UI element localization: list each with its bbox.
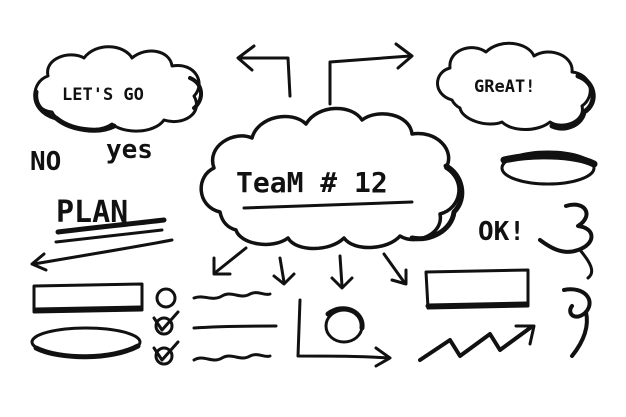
- marker-capsule-icon: [30, 326, 142, 360]
- down-arrows-icon: [212, 246, 408, 290]
- marker-rectangle-icon: [32, 282, 144, 314]
- long-left-arrow-icon: [30, 238, 174, 272]
- checklist-icon: [152, 287, 278, 366]
- corner-arrow-icon: [296, 298, 392, 368]
- ok-label: OK!: [478, 217, 525, 247]
- marker-box-right-icon: [424, 268, 530, 310]
- cloud-great: [436, 41, 596, 131]
- spiral-arrow-icon: [538, 202, 594, 280]
- marker-oval-icon: [500, 150, 598, 186]
- plan-underline: [55, 217, 167, 235]
- cloud-lets-go: [33, 45, 203, 133]
- great-label: GReAT!: [474, 77, 535, 97]
- no-label: NO: [30, 147, 61, 177]
- plan-underline-2: [54, 228, 164, 244]
- team-label: TeaM # 12: [236, 166, 388, 199]
- double-arrow-icon: [236, 42, 414, 106]
- curl-icon: [562, 287, 592, 358]
- yes-label: yes: [106, 135, 153, 165]
- cloud-team: [199, 106, 465, 251]
- lets-go-label: LET'S GO: [62, 85, 144, 105]
- zigzag-arrow-icon: [418, 324, 536, 362]
- team-underline: [242, 200, 414, 210]
